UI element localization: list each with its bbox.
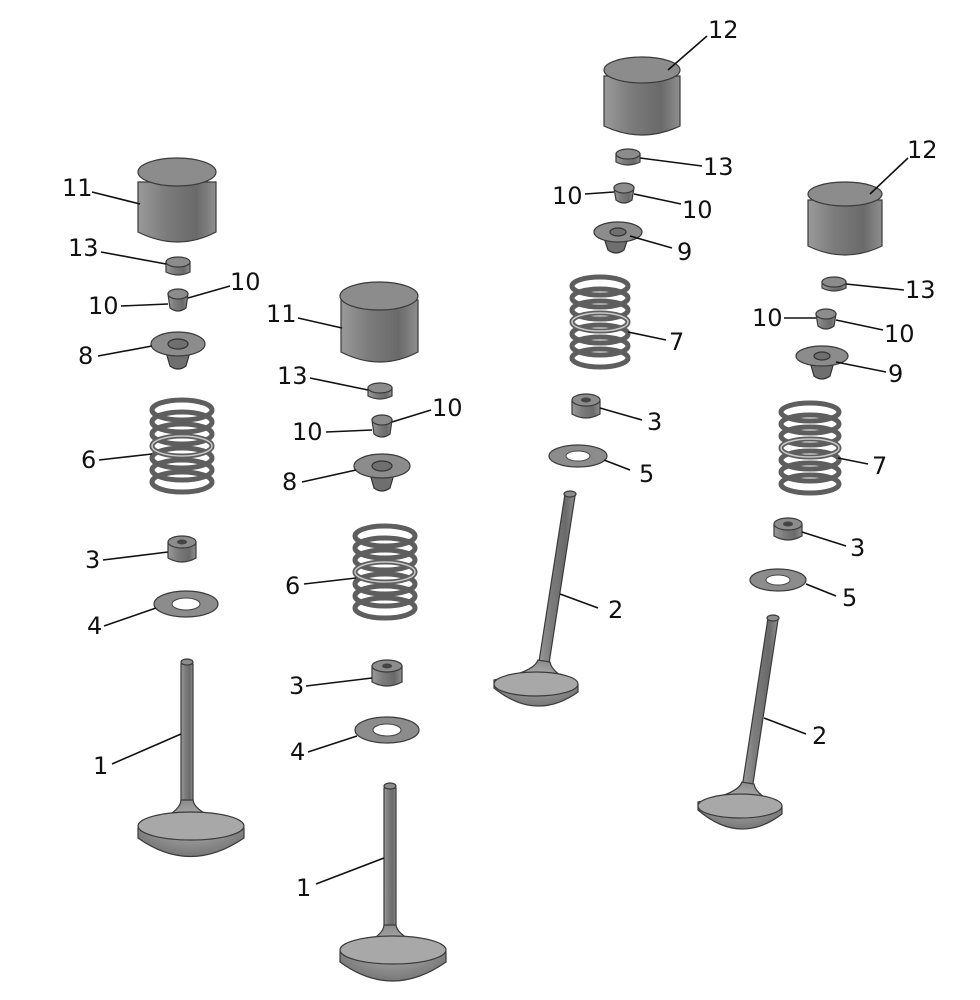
- callout-spring: 7: [872, 452, 887, 480]
- callout-bucket: 11: [266, 300, 297, 328]
- callout-retainer: 8: [78, 342, 93, 370]
- exhaust-valve: [697, 614, 783, 830]
- bucket-tappet: [137, 157, 217, 243]
- callout-keeper: 10: [752, 304, 783, 332]
- bucket-tappet: [807, 181, 883, 256]
- valve-keeper: [613, 182, 635, 204]
- callout-keeper: 10: [552, 182, 583, 210]
- callout-valve: 1: [296, 874, 311, 902]
- callout-bucket: 12: [708, 16, 739, 44]
- callout-shim: 13: [703, 153, 734, 181]
- valve-keeper: [371, 414, 393, 438]
- callout-seal: 3: [850, 534, 865, 562]
- valve-keeper: [167, 288, 189, 312]
- callout-valve: 2: [608, 596, 623, 624]
- callout-retainer: 9: [888, 360, 903, 388]
- callout-valve: 1: [93, 752, 108, 780]
- exhaust-valve: [493, 490, 579, 707]
- callout-shim: 13: [905, 276, 936, 304]
- valve-spring: [149, 397, 215, 495]
- callout-seal: 3: [85, 546, 100, 574]
- valve-spring: [569, 274, 631, 370]
- callout-bucket: 11: [62, 174, 93, 202]
- callout-keeper: 10: [292, 418, 323, 446]
- shim: [367, 382, 393, 400]
- callout-keeper: 10: [230, 268, 261, 296]
- assembly-intake-left: 11 13 10 10 8 6 3 4 1: [62, 157, 261, 858]
- bucket-tappet: [339, 281, 419, 363]
- spring-seat-washer: [548, 444, 608, 468]
- bucket-tappet: [603, 56, 681, 136]
- spring-seat-washer: [354, 716, 420, 744]
- spring-retainer: [795, 345, 849, 380]
- callout-keeper: 10: [682, 196, 713, 224]
- valve-keeper: [815, 308, 837, 330]
- assembly-exhaust-middle: 12 13 10 10 9 7 3 5 2: [493, 16, 739, 707]
- shim: [615, 148, 641, 166]
- shim: [821, 276, 847, 292]
- callout-keeper: 10: [432, 394, 463, 422]
- callout-seal: 3: [289, 672, 304, 700]
- callout-keeper: 10: [884, 320, 915, 348]
- callout-bucket: 12: [907, 136, 938, 164]
- valve-spring: [778, 400, 842, 496]
- callout-shim: 13: [277, 362, 308, 390]
- spring-retainer: [593, 221, 643, 254]
- callout-retainer: 8: [282, 468, 297, 496]
- valve-stem-seal: [371, 659, 403, 687]
- valve-stem-seal: [167, 535, 197, 563]
- callout-seat: 4: [290, 738, 305, 766]
- valve-stem-seal: [571, 393, 601, 419]
- callout-seal: 3: [647, 408, 662, 436]
- spring-retainer: [353, 453, 411, 492]
- shim: [165, 256, 191, 276]
- valve-stem-seal: [773, 517, 803, 541]
- valve-spring: [352, 523, 418, 621]
- callout-keeper: 10: [88, 292, 119, 320]
- intake-valve: [339, 782, 447, 982]
- callout-spring: 6: [285, 572, 300, 600]
- callout-seat: 4: [87, 612, 102, 640]
- intake-valve: [137, 658, 245, 858]
- spring-seat-washer: [749, 568, 807, 592]
- callout-spring: 7: [669, 328, 684, 356]
- spring-retainer: [150, 331, 206, 370]
- assembly-exhaust-right: 12 13 10 10 9 7 3 5 2: [697, 136, 938, 830]
- callout-retainer: 9: [677, 238, 692, 266]
- assembly-intake-middle: 11 13 10 10 8 6 3 4 1: [266, 281, 463, 982]
- spring-seat-washer: [153, 590, 219, 618]
- callout-seat: 5: [842, 584, 857, 612]
- callout-seat: 5: [639, 460, 654, 488]
- callout-spring: 6: [81, 446, 96, 474]
- callout-valve: 2: [812, 722, 827, 750]
- callout-shim: 13: [68, 234, 99, 262]
